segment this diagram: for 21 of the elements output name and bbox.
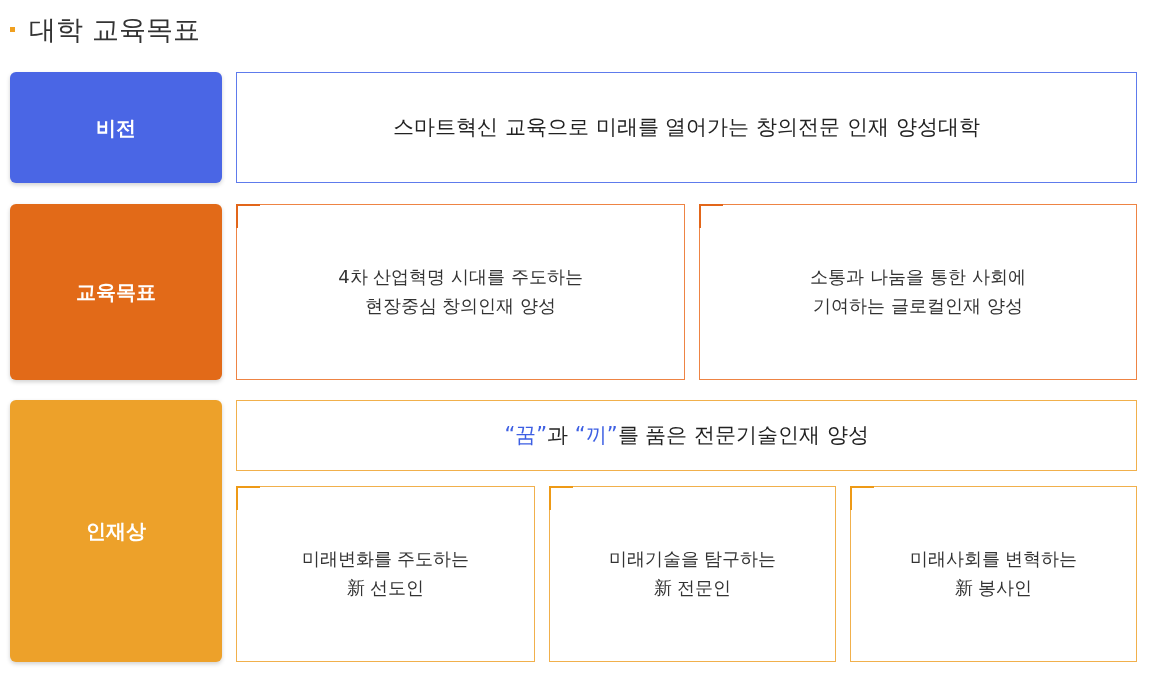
goal-text: 미래기술을 탐구하는 新 전문인 [607, 547, 778, 600]
row-header-label: 교육목표 [76, 279, 156, 306]
goal-card [699, 204, 1137, 380]
statement-text: “꿈”과 “끼”를 품은 전문기술인재 양성 [504, 421, 869, 449]
goal-text: 소통과 나눔을 통한 사회에 기여하는 글로컬인재 양성 [809, 265, 1027, 318]
page-title: 대학 교육목표 [29, 13, 200, 47]
goal-text: 미래변화를 주도하는 新 선도인 [300, 547, 471, 600]
statement-text: 스마트혁신 교육으로 미래를 열어가는 창의전문 인재 양성대학 [393, 113, 980, 141]
goal-card [850, 486, 1137, 662]
statement-panel [236, 72, 1137, 183]
goal-card [549, 486, 836, 662]
row-header-panel [10, 204, 222, 380]
statement-panel [236, 400, 1137, 471]
goal-text: 미래사회를 변혁하는 新 봉사인 [908, 547, 1079, 600]
goal-card [236, 204, 685, 380]
row-header-label: 인재상 [86, 518, 146, 545]
goal-text: 4차 산업혁명 시대를 주도하는 현장중심 창의인재 양성 [337, 265, 584, 318]
row-header-label: 비전 [96, 114, 136, 142]
goal-card [236, 486, 535, 662]
row-header-panel [10, 400, 222, 662]
row-header-panel [10, 72, 222, 183]
